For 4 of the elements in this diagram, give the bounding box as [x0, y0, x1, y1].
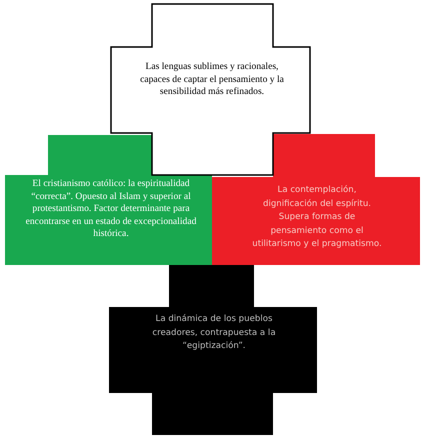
cross-text: La contemplación, dignificación del espíritu. Supera formas de pensamiento como el utilitarismo y el pragmatismo.	[252, 184, 382, 251]
cross-text: El cristianismo católico: la espiritualidad “correcta”. Opuesto al Islam y superior al protestantismo. Factor determinante para encontrarse en un estado de excepcionalidad histórica.	[24, 178, 198, 240]
cross-text: La dinámica de los pueblos creadores, contrapuesta a la “egiptización”.	[151, 313, 277, 353]
cross-text: Las lenguas sublimes y racionales, capaces de captar el pensamiento y la sensibilidad más refinados.	[139, 61, 285, 98]
